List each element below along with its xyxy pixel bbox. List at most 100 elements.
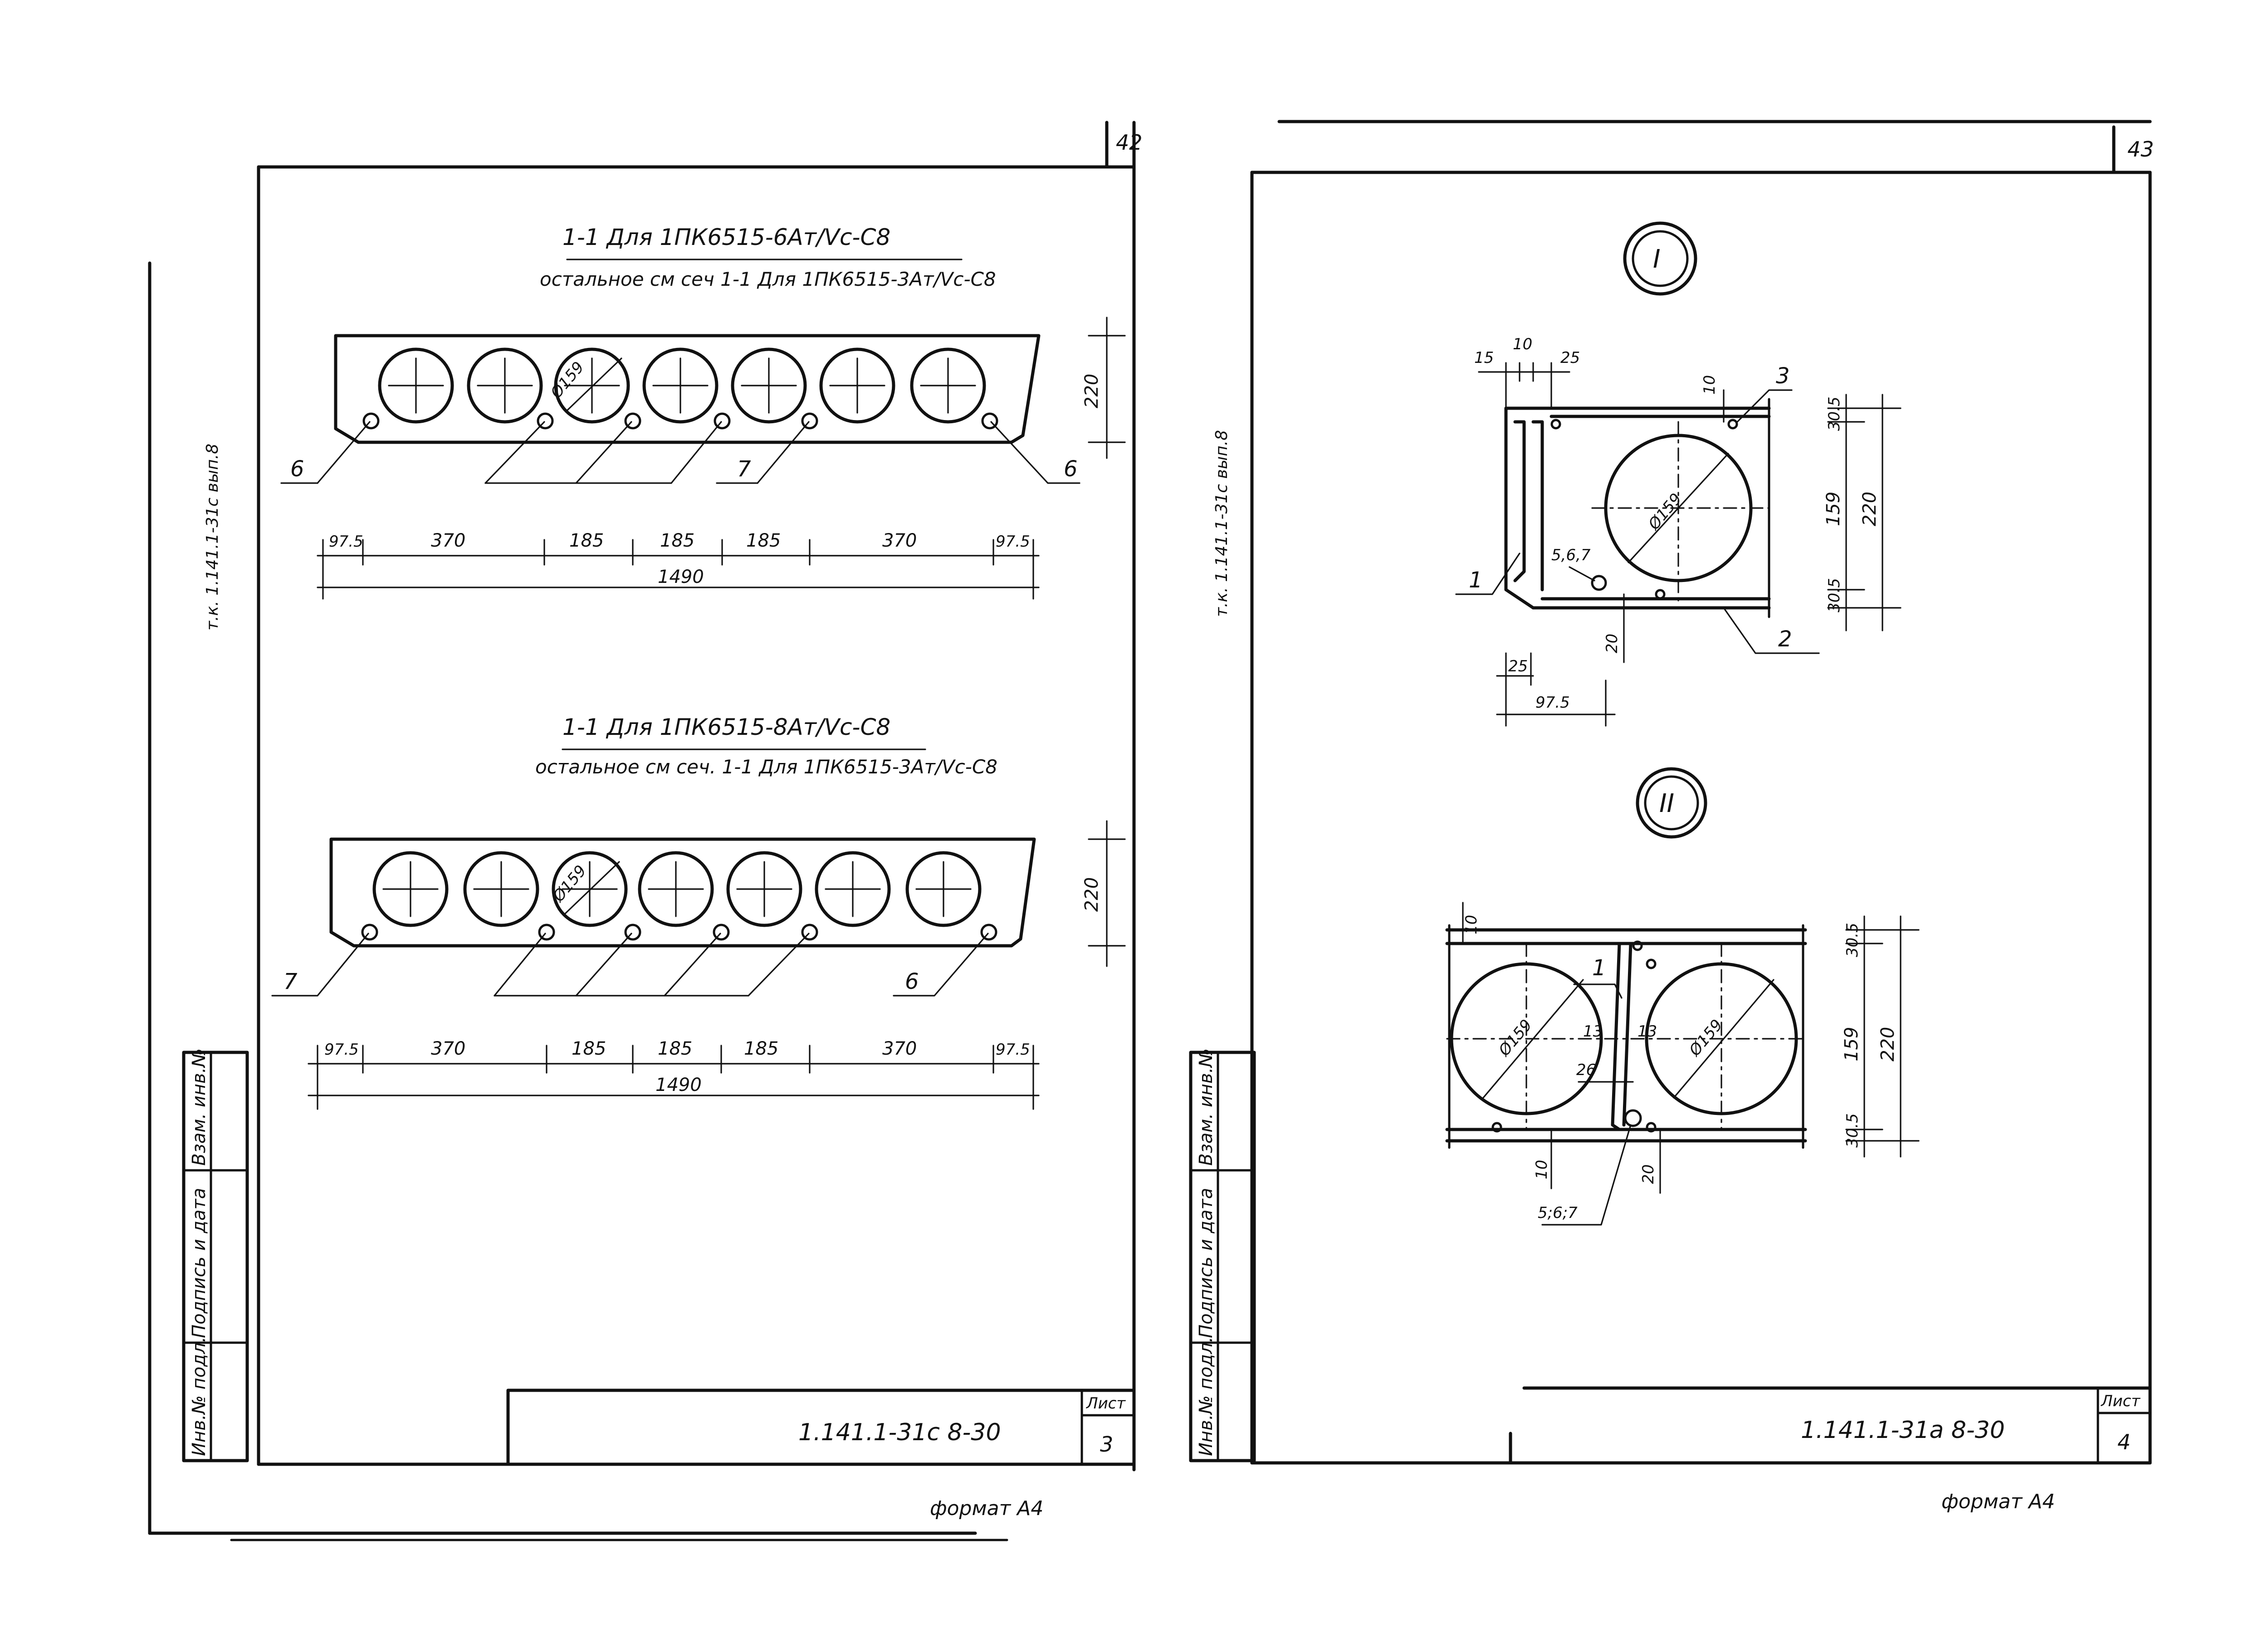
rebar-b1 bbox=[361, 924, 378, 941]
rebar-bottom bbox=[361, 924, 997, 941]
left-sheet-label: Лист bbox=[1085, 1394, 1126, 1413]
leader-6-right-top bbox=[990, 421, 1080, 484]
left-title-block bbox=[506, 1388, 1136, 1466]
section-top-subtitle: остальное см сеч 1-1 Для 1ПК6515-3Ат/Vс-… bbox=[540, 268, 996, 290]
void-b3 bbox=[552, 851, 628, 927]
void-b2 bbox=[463, 851, 539, 927]
rebar-2 bbox=[537, 412, 554, 430]
leader-6-left-top bbox=[317, 421, 371, 484]
detail-2-dim-13-left: 13 bbox=[1583, 1022, 1603, 1041]
detail-1-marker-inner bbox=[1632, 230, 1689, 287]
right-sheet: 43 т.к. 1.141.1-31с вып.8 I Ø159 bbox=[1189, 120, 2154, 1513]
dim-bottom-0: 97.5 bbox=[324, 1041, 359, 1059]
detail-1-dim-975: 97.5 bbox=[1535, 694, 1570, 712]
right-stamp-cell-1: Инв.№ подл. bbox=[1196, 1337, 1217, 1456]
rebar-6 bbox=[981, 412, 998, 430]
void-2 bbox=[467, 347, 543, 424]
callout-6-left-top: 6 bbox=[290, 456, 304, 482]
leader-7-top bbox=[757, 421, 810, 484]
void-b5 bbox=[726, 851, 802, 927]
voids-bottom bbox=[372, 851, 982, 927]
detail-1-end-profile-2 bbox=[1513, 420, 1526, 582]
detail-1-callout-567: 5,6,7 bbox=[1551, 546, 1591, 564]
diameter-line-top bbox=[566, 357, 622, 411]
detail-2 bbox=[1445, 924, 1807, 1149]
detail-1-wire-1 bbox=[1550, 419, 1561, 430]
detail-2-dim-10-bottom: 10 bbox=[1533, 1160, 1551, 1179]
void-crosses-top bbox=[388, 357, 976, 414]
right-format: формат А4 bbox=[1941, 1490, 2055, 1513]
rebar-5 bbox=[801, 412, 818, 430]
void-4 bbox=[642, 347, 719, 424]
detail-1-dim-top10: 10 bbox=[1701, 375, 1719, 395]
void-5 bbox=[731, 347, 807, 424]
right-stamp-cell-3: Взам. инв.№ bbox=[1196, 1048, 1217, 1166]
panel-section-top bbox=[334, 334, 1041, 444]
section-top-title: 1-1 Для 1ПК6515-6Ат/Vс-С8 bbox=[562, 224, 890, 250]
detail-2-dim-26: 26 bbox=[1576, 1061, 1596, 1079]
void-crosses-bottom bbox=[382, 861, 972, 917]
leader-b-mid-3 bbox=[664, 933, 721, 997]
left-page-corner: 42 bbox=[1116, 130, 1143, 155]
void-6 bbox=[819, 347, 895, 424]
detail-2-wire-4 bbox=[1646, 1122, 1657, 1133]
right-stamp-strip bbox=[1189, 1051, 1256, 1462]
detail-2-dim-220: 220 bbox=[1877, 1027, 1898, 1061]
detail-2-diameter-line-2 bbox=[1673, 979, 1774, 1099]
detail-1-dim-220: 220 bbox=[1859, 492, 1880, 526]
left-sheet-number: 3 bbox=[1100, 1432, 1113, 1457]
dim-total-bottom: 1490 bbox=[655, 1075, 702, 1095]
detail-2-dim-13-right: 13 bbox=[1637, 1022, 1657, 1041]
rebar-top bbox=[362, 412, 998, 430]
detail-1-top-ticks bbox=[1505, 362, 1552, 409]
detail-2-diameter-line-1 bbox=[1482, 979, 1584, 1099]
dim-bottom-3: 185 bbox=[658, 1038, 692, 1059]
void-b7 bbox=[905, 851, 982, 927]
callout-7-bottom: 7 bbox=[284, 969, 298, 994]
dim-top-0: 97.5 bbox=[329, 533, 363, 551]
left-format: формат А4 bbox=[930, 1497, 1043, 1520]
detail-1-callout-1: 1 bbox=[1469, 567, 1483, 593]
leader-6-bottom bbox=[893, 933, 989, 997]
rebar-1 bbox=[362, 412, 380, 430]
dim-top-6: 97.5 bbox=[996, 533, 1030, 551]
detail-2-dim-20: 20 bbox=[1639, 1164, 1657, 1184]
leader-mid-3 bbox=[670, 421, 722, 484]
dim-top-5: 370 bbox=[882, 530, 917, 551]
detail-1-dim-159: 159 bbox=[1823, 492, 1844, 526]
panel-section-bottom bbox=[329, 837, 1036, 948]
detail-1-right-ticks bbox=[1827, 407, 1901, 609]
diameter-line-bottom bbox=[564, 861, 620, 915]
left-stamp-cell-3: Взам. инв.№ bbox=[189, 1048, 210, 1166]
detail-1-diameter: Ø159 bbox=[1644, 490, 1686, 534]
leader-b-mid-4 bbox=[748, 933, 810, 997]
left-stamp-cell-2: Подпись и дата bbox=[189, 1188, 210, 1338]
voids-top bbox=[378, 347, 986, 424]
left-sheet: 42 т.к. 1.141.1-31с вып.8 1-1 Для 1ПК651… bbox=[148, 121, 1143, 1541]
detail-2-marker-inner bbox=[1644, 775, 1699, 831]
detail-1-leader-1 bbox=[1455, 552, 1520, 595]
dim-top-4: 185 bbox=[746, 530, 781, 551]
detail-2-rebar bbox=[1624, 1109, 1642, 1127]
detail-2-marker-label: II bbox=[1659, 789, 1674, 818]
detail-1 bbox=[1504, 398, 1771, 618]
detail-1-marker-label: I bbox=[1653, 244, 1661, 274]
rebar-b4 bbox=[713, 924, 730, 941]
detail-1-dim-10: 10 bbox=[1513, 335, 1532, 353]
section-bottom-title: 1-1 Для 1ПК6515-8Ат/Vс-С8 bbox=[562, 714, 890, 740]
void-b1 bbox=[372, 851, 449, 927]
detail-2-wire-2 bbox=[1646, 958, 1657, 969]
dim-bottom-5: 370 bbox=[882, 1038, 917, 1059]
section-bottom-subtitle: остальное см сеч. 1-1 Для 1ПК6515-3Ат/Vс… bbox=[535, 756, 997, 778]
detail-1-dim-305-top: 30.5 bbox=[1825, 396, 1843, 431]
right-page-corner: 43 bbox=[2127, 137, 2154, 161]
left-doc-code: 1.141.1-31с 8-30 bbox=[798, 1419, 1001, 1446]
dim-bottom-1: 370 bbox=[431, 1038, 465, 1059]
dim-top-2: 185 bbox=[569, 530, 604, 551]
detail-1-leader-2 bbox=[1723, 607, 1820, 654]
void-7 bbox=[910, 347, 986, 424]
right-stamp-cell-2: Подпись и дата bbox=[1196, 1188, 1217, 1338]
callout-6-bottom: 6 bbox=[905, 969, 919, 994]
callout-6-right-top: 6 bbox=[1064, 456, 1078, 482]
